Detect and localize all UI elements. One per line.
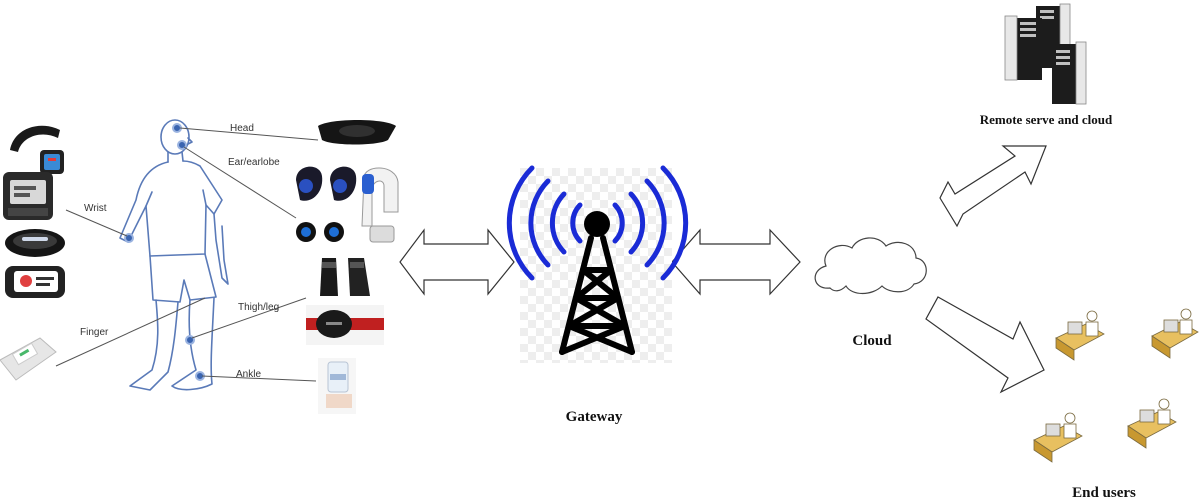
head-sensor-dot [173,124,181,132]
smart-watch-icon [5,122,67,177]
human-body-figure [120,120,228,390]
body-gateway-arrow [400,230,514,294]
wrist-label: Wrist [84,203,107,214]
finger-label: Finger [80,327,109,338]
leg-sensor-icon [310,255,380,301]
remote-server-label: Remote serve and cloud [980,112,1113,127]
cloud-label: Cloud [852,333,892,349]
pulse-oximeter-watch-icon [5,266,65,298]
cloud-icon [815,238,926,294]
thigh-label: Thigh/leg [238,302,279,313]
head-label: Head [230,123,254,134]
cloud-remote-arrow [940,146,1046,226]
headband-device-icon [318,120,396,145]
user-workstation-icon [1152,309,1198,358]
user-workstation-icon [1128,399,1176,448]
end-users-label: End users [1072,485,1136,501]
server-rack-icon [1005,4,1086,104]
ear-clip-device-icon [362,168,398,242]
ankle-label: Ankle [236,369,261,380]
gateway-tower-icon [509,168,685,363]
finger-oximeter-icon [0,338,56,380]
user-workstation-icon [1034,413,1082,462]
ankle-sensor-icon [318,358,356,414]
earbud-device-icon [296,167,356,242]
arrows [400,146,1046,392]
ear-label: Ear/earlobe [228,157,280,168]
gateway-label: Gateway [566,409,623,425]
thigh-strap-icon [306,305,384,345]
gateway-cloud-arrow [672,230,800,294]
fitness-watch-icon [3,172,53,220]
user-workstation-icon [1056,311,1104,360]
cloud-users-arrow [926,297,1044,392]
wrist-band-icon [5,229,65,257]
